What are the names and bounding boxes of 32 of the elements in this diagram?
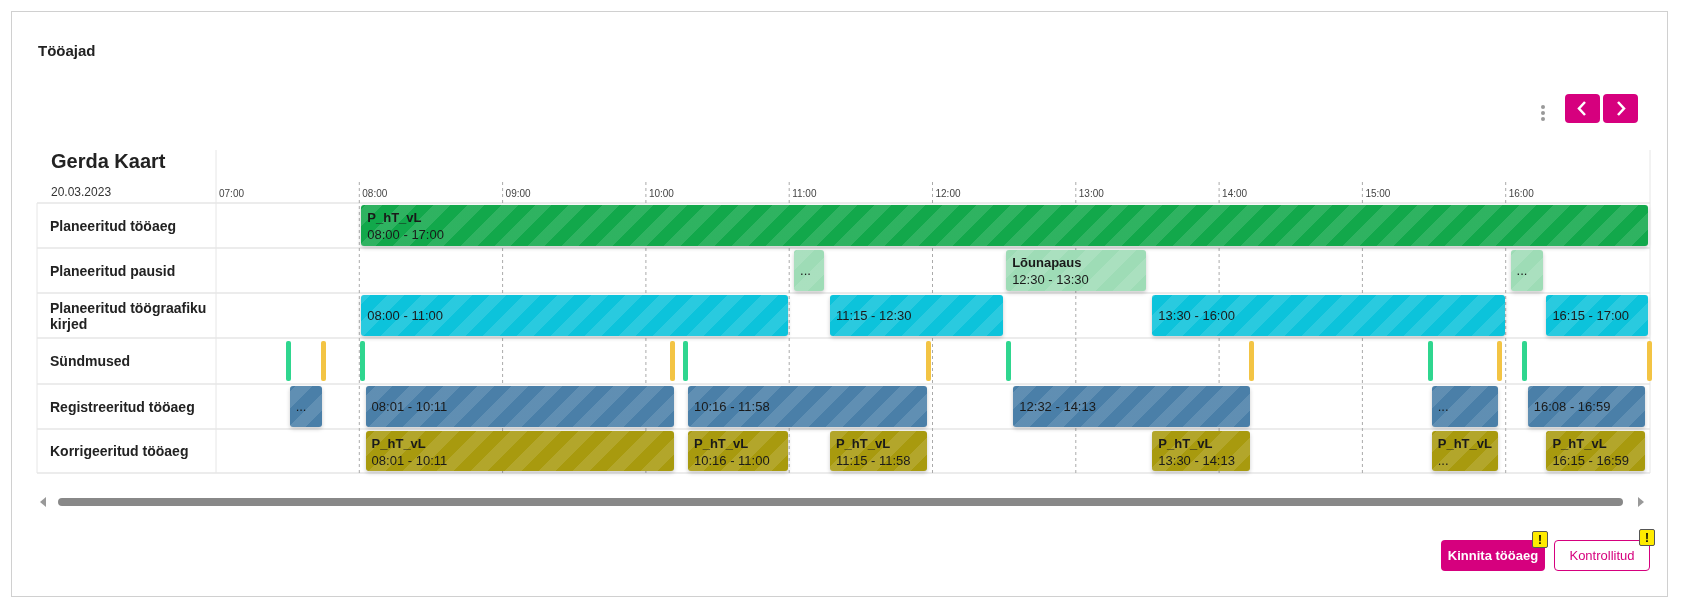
- warning-badge: !: [1532, 531, 1548, 548]
- corrected-time-bar: P_hT_vL 13:30 - 14:13: [1152, 431, 1250, 471]
- corrected-time-bar: P_hT_vL 11:15 - 11:58: [829, 431, 928, 471]
- row-header: Planeeritud töögraafiku kirjed: [49, 298, 208, 334]
- row-header: Registreeritud tööaeg: [49, 397, 196, 417]
- schedule-bar: 16:15 - 17:00: [1546, 295, 1648, 336]
- employee-name: Gerda Kaart: [51, 150, 166, 173]
- registered-time-bar: 08:01 - 10:11: [365, 386, 674, 427]
- warning-badge: !: [1639, 529, 1655, 546]
- corrected-time-bar: P_hT_vL 08:01 - 10:11: [365, 431, 674, 471]
- corrected-time-bar: P_hT_vL 10:16 - 11:00: [688, 431, 789, 471]
- date-text: 20.03.2023: [51, 185, 112, 199]
- schedule-bar: 08:00 - 11:00: [361, 295, 789, 336]
- row-header: Planeeritud tööaeg: [49, 216, 178, 236]
- corrected-time-bar: P_hT_vL 16:15 - 16:59: [1546, 431, 1646, 471]
- break-bar: Lõunapaus 12:30 - 13:30: [1006, 250, 1147, 291]
- row-header: Korrigeeritud tööaeg: [49, 442, 190, 461]
- break-bar: ...: [1510, 250, 1544, 291]
- row-header: Sündmused: [49, 352, 132, 371]
- registered-time-bar: 12:32 - 14:13: [1013, 386, 1250, 427]
- schedule-bar: 11:15 - 12:30: [829, 295, 1004, 336]
- corrected-time-bar: P_hT_vL ...: [1431, 431, 1498, 471]
- registered-time-bar: 16:08 - 16:59: [1527, 386, 1646, 427]
- registered-time-bar: 10:16 - 11:58: [688, 386, 928, 427]
- hour-label: 07:00: [219, 188, 245, 199]
- break-bar: ...: [794, 250, 824, 291]
- planned-shift-bar: P_hT_vL 08:00 - 17:00: [361, 205, 1648, 246]
- schedule-bar: 13:30 - 16:00: [1152, 295, 1505, 336]
- registered-time-bar: ...: [289, 386, 323, 427]
- registered-time-bar: ...: [1431, 386, 1498, 427]
- row-header: Planeeritud pausid: [49, 261, 177, 281]
- panel-title: Tööajad: [38, 42, 96, 59]
